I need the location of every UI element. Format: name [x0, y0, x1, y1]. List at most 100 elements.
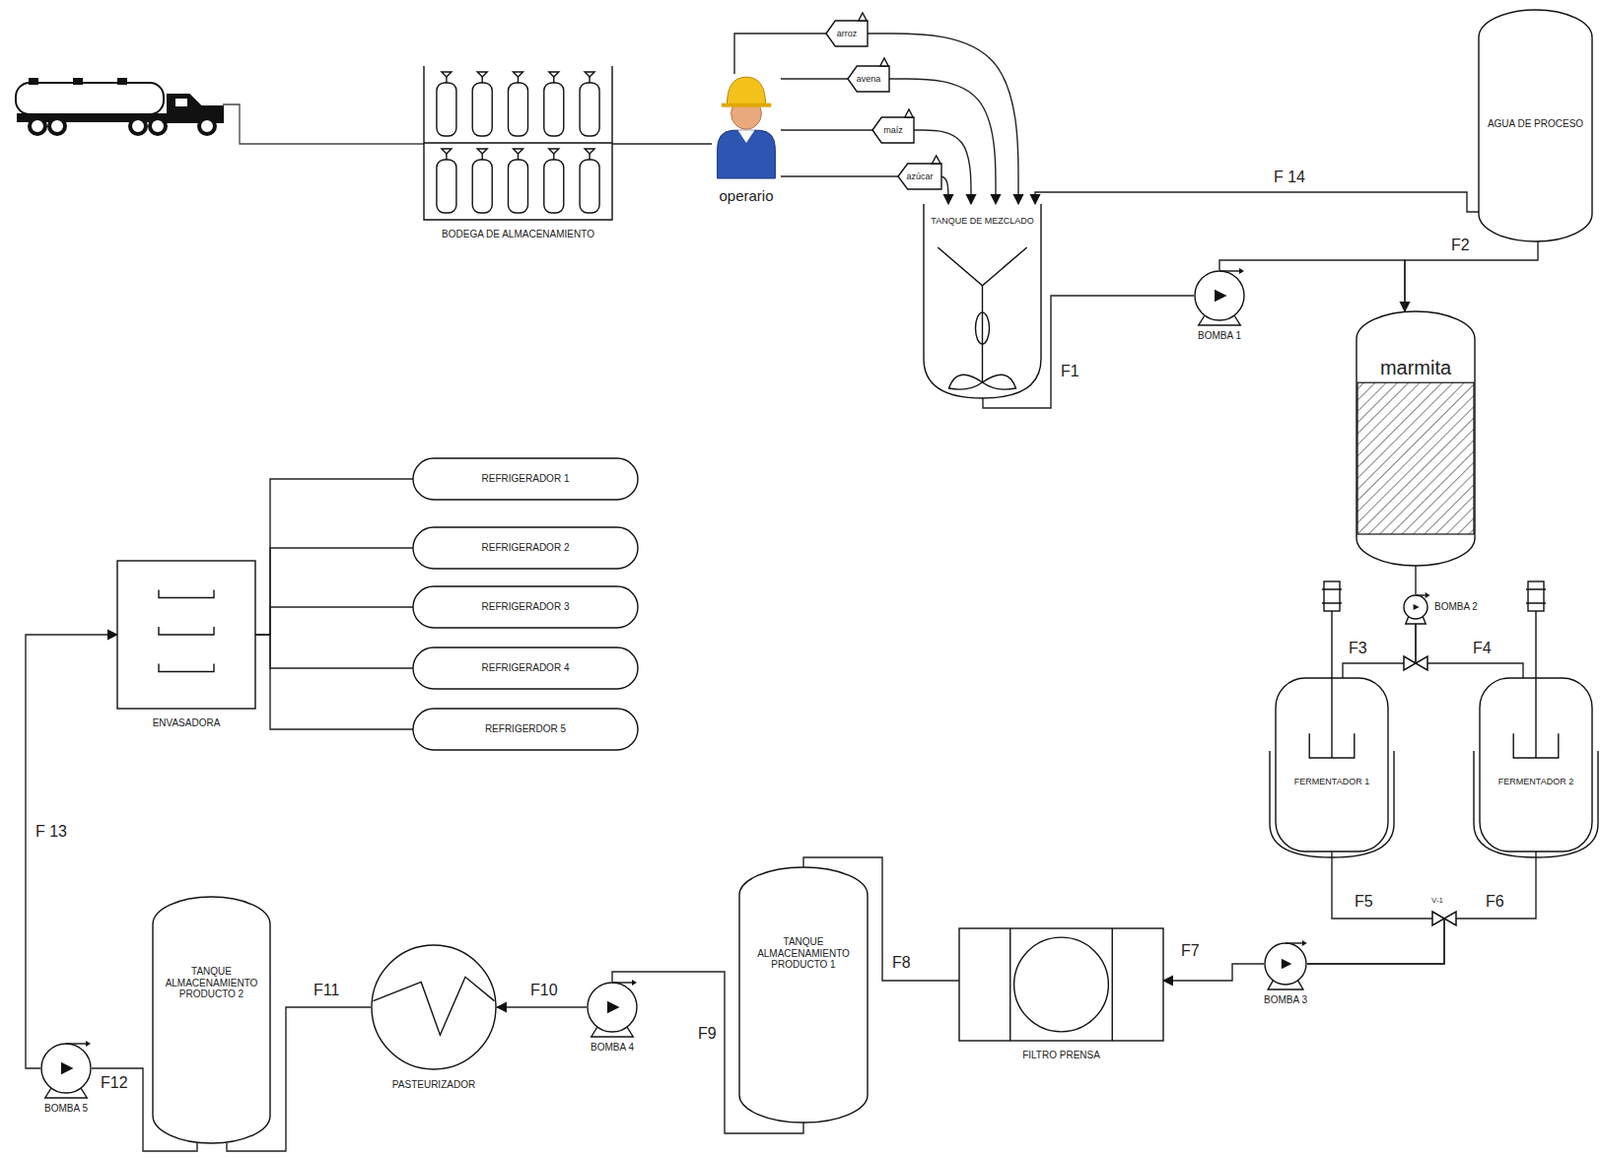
operator-icon-outline [711, 73, 781, 179]
flow-line [1307, 851, 1536, 965]
refrigerator-box: REFRIGERADOR 1 [413, 458, 638, 500]
storage-tank-outline [152, 897, 271, 1144]
pump-symbol-outline [586, 981, 638, 1034]
refrigerator-box: REFRIGERADOR 4 [413, 647, 638, 690]
pump-symbol: BOMBA 1 [1193, 270, 1246, 322]
flow-line [1415, 620, 1524, 679]
fermenter-vessel: FERMENTADOR 2 [1479, 678, 1593, 852]
ingredient-bag: azúcar [898, 163, 942, 190]
equipment-label: AGUA DE PROCESO [1482, 118, 1589, 131]
equipment-label: PASTEURIZADOR [392, 1079, 476, 1092]
ingredient-bag: arroz [826, 20, 868, 47]
valve-symbol [1403, 656, 1428, 671]
operator-icon: operario [711, 73, 781, 179]
equipment-label: REFRIGERADOR 3 [417, 601, 634, 614]
pump-symbol-outline [1193, 270, 1246, 322]
equipment-label: REFRIGERADOR 2 [417, 542, 634, 555]
equipment-label: azúcar [902, 171, 938, 182]
flow-line [1035, 192, 1479, 212]
pump-symbol: BOMBA 2 [1402, 594, 1429, 621]
storage-tank: TANQUE ALMACENAMIENTO PRODUCTO 2 [152, 897, 271, 1144]
storage-rack: BODEGA DE ALMACENAMIENTO [423, 66, 613, 220]
refrigerator-box: REFRIGERADOR 3 [413, 586, 638, 628]
pasteurizer-symbol: PASTEURIZADOR [370, 944, 497, 1071]
filter-press-outline [959, 928, 1164, 1042]
flow-label: F2 [1449, 236, 1472, 255]
pump-symbol: BOMBA 4 [586, 981, 638, 1034]
flow-label: F1 [1058, 362, 1082, 381]
flow-line [1163, 964, 1264, 981]
flow-line [734, 33, 827, 74]
flow-label: F11 [311, 981, 342, 1000]
equipment-label: FERMENTADOR 1 [1279, 776, 1385, 787]
equipment-label: FERMENTADOR 2 [1483, 776, 1589, 787]
flow-label: F3 [1346, 639, 1370, 658]
equipment-label: ENVASADORA [152, 717, 221, 730]
equipment-label: BOMBA 1 [1197, 330, 1242, 343]
flow-label: F12 [98, 1074, 131, 1093]
pump-symbol-outline [1263, 942, 1308, 986]
valve-symbol [1432, 911, 1457, 926]
flow-line [780, 77, 848, 79]
equipment-label: TANQUE DE MEZCLADO [927, 215, 1038, 226]
flow-line [941, 176, 949, 205]
flow-line [780, 129, 873, 131]
flow-label: F6 [1483, 893, 1507, 911]
equipment-label: maíz [876, 125, 910, 136]
equipment-label: TANQUE ALMACENAMIENTO PRODUCTO 1 [743, 936, 864, 972]
flow-label: F5 [1352, 893, 1376, 911]
equipment-label: BODEGA DE ALMACENAMIENTO [441, 228, 595, 241]
refrigerator-box: REFRIGERDOR 5 [413, 708, 638, 751]
flow-label: F10 [528, 981, 560, 1000]
flow-label: F 13 [33, 823, 70, 841]
equipment-label: BOMBA 3 [1263, 994, 1308, 1007]
flow-line [780, 175, 899, 177]
tanker-truck [15, 78, 223, 135]
equipment-label: REFRIGERADOR 1 [417, 473, 634, 486]
equipment-label: marmita [1360, 356, 1471, 380]
flow-line [255, 479, 414, 635]
flow-line [982, 295, 1194, 409]
flow-line [25, 634, 118, 1069]
mixing-tank: TANQUE DE MEZCLADO [923, 204, 1042, 399]
flow-line [496, 1006, 587, 1008]
flow-line [255, 607, 414, 635]
equipment-label: BOMBA 4 [590, 1042, 634, 1054]
pump-symbol-outline [40, 1043, 92, 1095]
ingredient-bag: avena [847, 66, 890, 92]
equipment-label: BOMBA 2 [1434, 601, 1478, 614]
mixing-tank-outline [923, 204, 1042, 399]
flow-label: F7 [1179, 942, 1202, 961]
pump-symbol: BOMBA 3 [1263, 942, 1308, 986]
equipment-label: TANQUE ALMACENAMIENTO PRODUCTO 2 [156, 966, 267, 1001]
pasteurizer-symbol-outline [370, 944, 497, 1071]
flow-line [1307, 851, 1445, 965]
equipment-label: operario [718, 187, 773, 205]
equipment-label: REFRIGERDOR 5 [417, 723, 634, 736]
kettle-vessel-outline [1356, 311, 1475, 566]
filling-machine: ENVASADORA [117, 560, 256, 709]
storage-tank-outline [739, 867, 868, 1123]
valve-tag: V-1 [1431, 896, 1444, 905]
equipment-label: avena [851, 73, 886, 84]
pump-symbol: BOMBA 5 [40, 1043, 92, 1095]
storage-rack-outline [423, 66, 613, 220]
equipment-label: arroz [830, 28, 864, 39]
storage-tank: AGUA DE PROCESO [1478, 9, 1593, 242]
flow-line [612, 142, 712, 144]
flow-line [255, 634, 414, 730]
pump-symbol-outline [1402, 594, 1429, 621]
fermenter-vessel: FERMENTADOR 1 [1275, 678, 1389, 852]
truck-wire [222, 104, 424, 144]
equipment-label: FILTRO PRENSA [1022, 1049, 1101, 1062]
kettle-vessel: marmita [1356, 311, 1475, 566]
ingredient-bag: maíz [872, 117, 914, 143]
equipment-label: REFRIGERADOR 4 [417, 662, 634, 675]
flow-line [867, 33, 1019, 205]
flow-line [255, 548, 414, 635]
flow-label: F8 [890, 954, 913, 973]
flow-line [1219, 260, 1405, 312]
flow-label: F4 [1470, 639, 1494, 658]
equipment-label: BOMBA 5 [44, 1103, 88, 1115]
